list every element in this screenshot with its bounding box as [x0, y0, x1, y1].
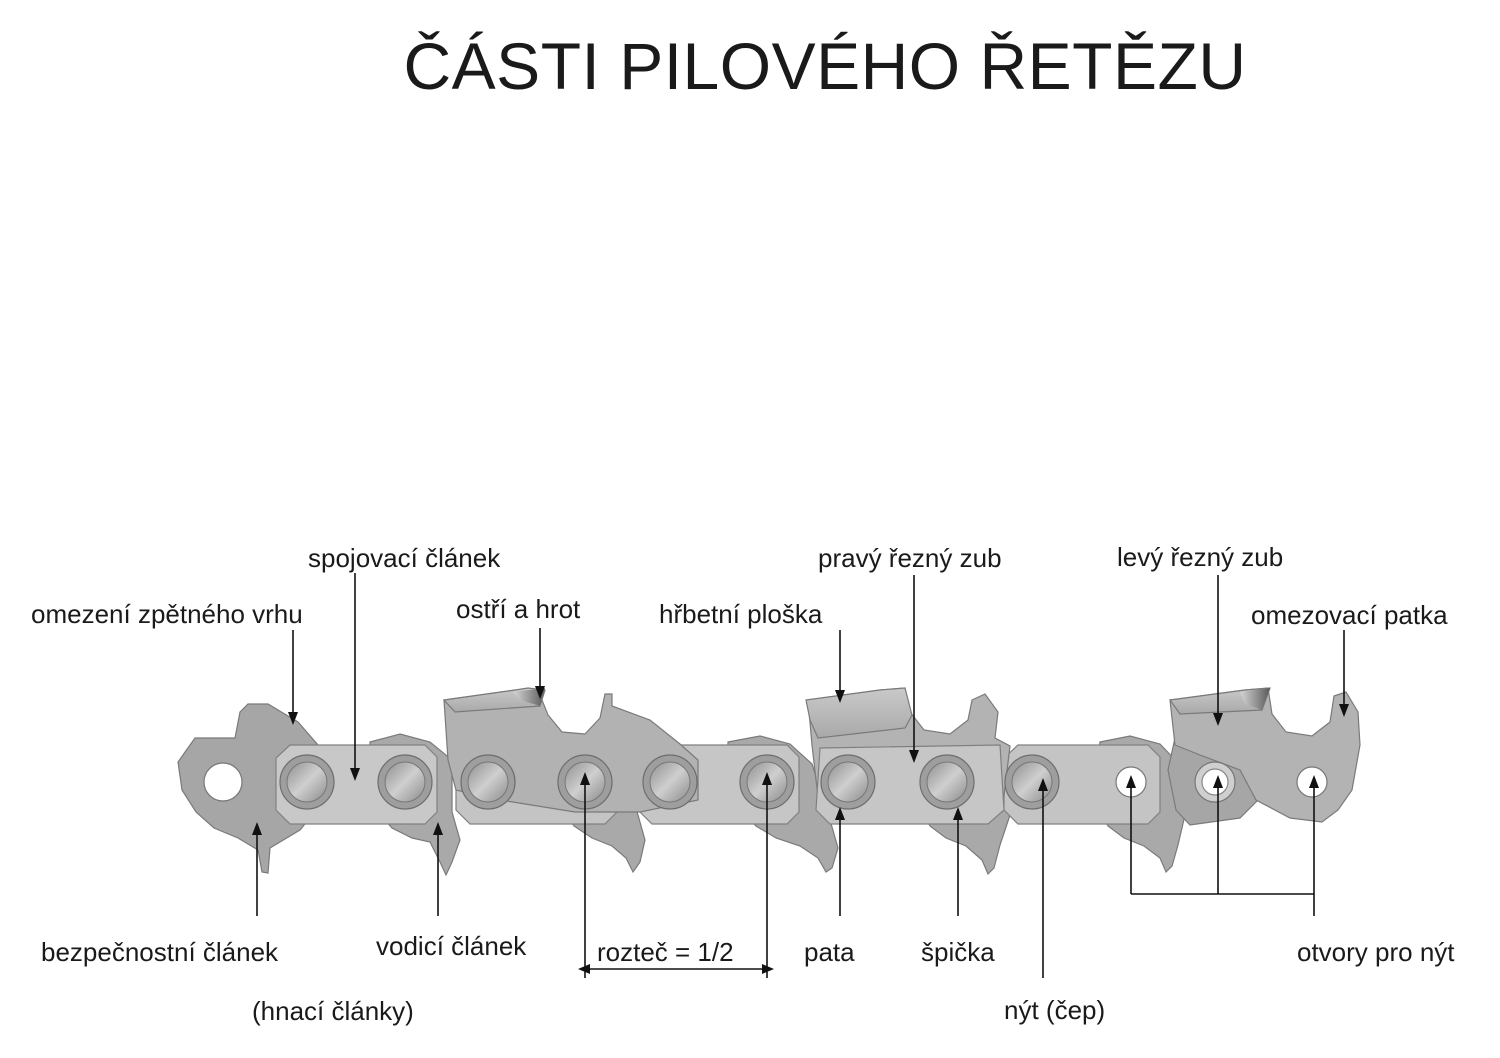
label-otvory-pro-nyt: otvory pro nýt — [1297, 937, 1455, 967]
label-hnaci-clanky: (hnací články) — [252, 996, 414, 1026]
labels: spojovací článek omezení zpětného vrhu o… — [31, 542, 1455, 1026]
rivet — [1004, 754, 1060, 810]
label-omezeni-zpetneho-vrhu: omezení zpětného vrhu — [31, 599, 303, 629]
cutter-2-top-plate — [805, 687, 913, 739]
label-roztec: rozteč = 1/2 — [597, 937, 734, 967]
cutter-3-edge — [1240, 688, 1270, 710]
label-pata: pata — [804, 937, 855, 967]
label-ostri-a-hrot: ostří a hrot — [456, 594, 581, 624]
label-hrbetni-ploska: hřbetní ploška — [659, 599, 823, 629]
label-spicka: špička — [921, 937, 995, 967]
label-levy-rezny-zub: levý řezný zub — [1117, 542, 1283, 572]
rivet-group — [279, 754, 1060, 810]
label-vodici-clanek: vodicí článek — [376, 931, 527, 961]
rivet — [919, 754, 975, 810]
label-nyt-cep: nýt (čep) — [1004, 995, 1105, 1025]
safety-link — [177, 703, 319, 874]
rivet — [820, 754, 876, 810]
safety-link-hole — [203, 762, 243, 802]
label-omezovaci-patka: omezovací patka — [1251, 600, 1448, 630]
diagram-title: ČÁSTI PILOVÉHO ŘETĚZU — [403, 29, 1247, 103]
label-spojovaci-clanek: spojovací článek — [308, 543, 501, 573]
cutter-1-edge — [513, 688, 545, 706]
rivet — [279, 754, 335, 810]
leader-lines — [252, 573, 1349, 978]
rivet — [642, 754, 698, 810]
rivet — [460, 754, 516, 810]
rivet-hole — [1201, 768, 1229, 796]
label-bezpecnostni-clanek: bezpečnostní článek — [41, 937, 279, 967]
label-pravy-rezny-zub: pravý řezný zub — [818, 543, 1002, 573]
rivet — [377, 754, 433, 810]
